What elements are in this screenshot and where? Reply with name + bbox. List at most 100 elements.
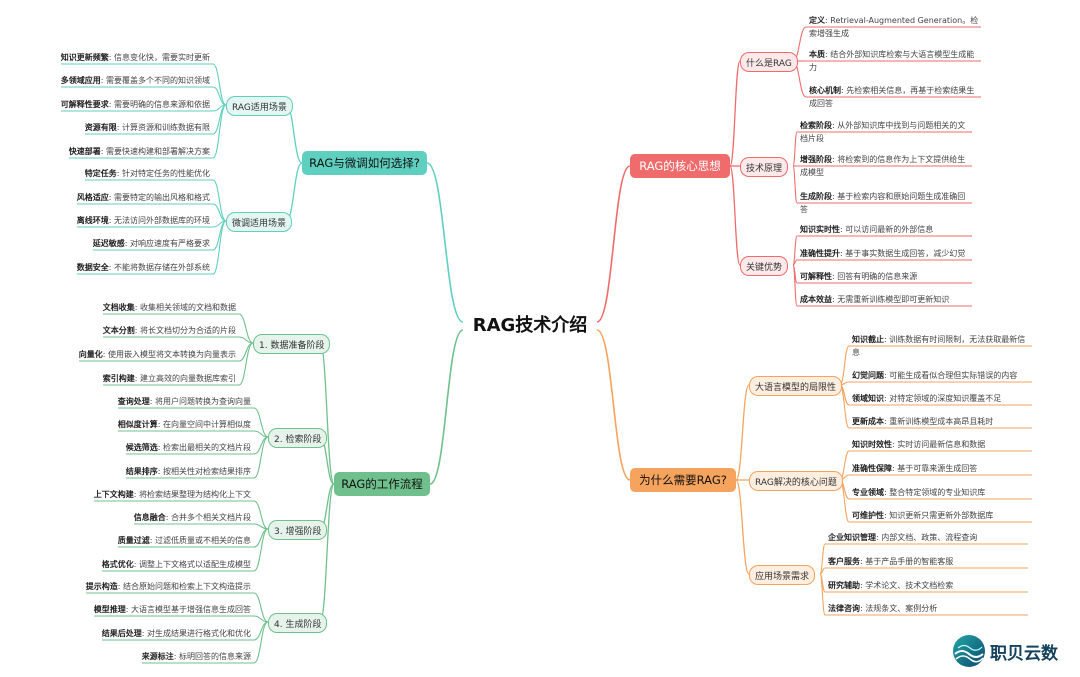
sub-core-problems[interactable]: RAG解决的核心问题 <box>749 471 843 491</box>
leaf-item[interactable]: 可维护性: 知识更新只需更新外部数据库 <box>852 509 1032 522</box>
leaf-item[interactable]: 生成阶段: 基于检索内容和原始问题生成准确回答 <box>800 190 972 216</box>
leaf-item[interactable]: 知识时效性: 实时访问最新信息和数据 <box>852 438 1032 451</box>
sub-key-advantages[interactable]: 关键优势 <box>740 256 789 276</box>
connector <box>729 60 741 167</box>
sub-data-prep[interactable]: 1. 数据准备阶段 <box>253 334 331 354</box>
leaf-text: : 将检索到的信息作为上下文提供给生成模型 <box>800 155 966 177</box>
leaf-item[interactable]: 专业领域: 整合特定领域的专业知识库 <box>852 486 1032 499</box>
leaf-item[interactable]: 可解释性要求: 需要明确的信息来源和依据 <box>61 98 210 111</box>
leaf-item[interactable]: 查询处理: 将用户问题转换为查询向量 <box>118 395 251 408</box>
leaf-item[interactable]: 结果排序: 按相关性对检索结果排序 <box>126 465 251 478</box>
leaf-item[interactable]: 候选筛选: 检索出最相关的文档片段 <box>126 441 251 454</box>
leaf-item[interactable]: 风格适应: 需要特定的输出风格和格式 <box>77 191 210 204</box>
leaf-item[interactable]: 文档收集: 收集相关领域的文档和数据 <box>103 301 236 314</box>
leaf-item[interactable]: 增强阶段: 将检索到的信息作为上下文提供给生成模型 <box>800 153 972 179</box>
sub-finetune-scenarios[interactable]: 微调适用场景 <box>226 212 293 232</box>
leaf-item[interactable]: 知识截止: 训练数据有时间限制，无法获取最新信息 <box>852 333 1032 359</box>
branch-core-idea[interactable]: RAG的核心思想 <box>630 154 730 178</box>
leaf-item[interactable]: 提示构造: 结合原始问题和检索上下文构造提示 <box>86 580 251 593</box>
leaf-item[interactable]: 模型推理: 大语言模型基于增强信息生成回答 <box>94 603 251 616</box>
central-topic[interactable]: RAG技术介绍 <box>472 315 588 336</box>
connector <box>729 165 741 266</box>
leaf-item[interactable]: 研究辅助: 学术论文、技术文档检索 <box>828 579 1028 592</box>
leaf-key: 索引构建 <box>102 374 135 383</box>
connector <box>285 162 303 222</box>
leaf-item[interactable]: 客户服务: 基于产品手册的智能客服 <box>828 555 1028 568</box>
connector <box>839 345 850 386</box>
sub-tech-principle[interactable]: 技术原理 <box>740 157 789 177</box>
leaf-item[interactable]: 上下文构建: 将检索结果整理为结构化上下文 <box>94 488 251 501</box>
leaf-item[interactable]: 本质: 结合外部知识库检索与大语言模型生成能力 <box>809 48 981 74</box>
leaf-item[interactable]: 知识实时性: 可以访问最新的外部信息 <box>800 223 972 236</box>
leaf-item[interactable]: 企业知识管理: 内部文档、政策、流程查询 <box>828 531 1028 544</box>
sub-rag-scenarios[interactable]: RAG适用场景 <box>226 96 293 116</box>
leaf-text: : 基于事实数据生成回答，减少幻觉 <box>840 249 966 258</box>
leaf-key: 资源有限 <box>84 123 117 132</box>
leaf-text: : 收集相关领域的文档和数据 <box>134 303 236 312</box>
branch-rag-vs-finetune[interactable]: RAG与微调如何选择? <box>302 151 427 175</box>
leaf-key: 更新成本 <box>852 417 884 426</box>
leaf-item[interactable]: 知识更新频繁: 信息变化快，需要实时更新 <box>61 51 210 64</box>
connector <box>819 573 826 616</box>
leaf-item[interactable]: 延迟敏感: 对响应速度有严格要求 <box>93 237 210 250</box>
leaf-item[interactable]: 相似度计算: 在向量空间中计算相似度 <box>118 418 251 431</box>
leaf-item[interactable]: 准确性保障: 基于可靠来源生成回答 <box>852 462 1032 475</box>
leaf-key: 成本效益 <box>800 295 832 304</box>
leaf-text: : 法规条文、案例分析 <box>860 604 938 613</box>
branch-why-rag[interactable]: 为什么需要RAG? <box>630 468 736 492</box>
leaf-key: 模型推理 <box>93 605 126 614</box>
leaf-key: 知识更新频繁 <box>60 53 109 62</box>
leaf-item[interactable]: 检索阶段: 从外部知识库中找到与问题相关的文档片段 <box>800 119 972 145</box>
leaf-item[interactable]: 离线环境: 无法访问外部数据库的环境 <box>77 214 210 227</box>
connector <box>735 479 750 575</box>
leaf-item[interactable]: 资源有限: 计算资源和训练数据有限 <box>85 121 210 134</box>
leaf-item[interactable]: 定义: Retrieval-Augmented Generation。检索增强生… <box>809 14 981 40</box>
leaf-text: : 结合原始问题和检索上下文构造提示 <box>117 582 251 591</box>
leaf-key: 文档收集 <box>102 303 135 312</box>
sub-llm-limitations[interactable]: 大语言模型的局限性 <box>749 376 843 396</box>
leaf-text: : 在向量空间中计算相似度 <box>157 420 251 429</box>
leaf-item[interactable]: 格式优化: 调整上下文格式以适配生成模型 <box>102 558 251 571</box>
leaf-item[interactable]: 文本分割: 将长文档切分为合适的片段 <box>103 324 236 337</box>
leaf-item[interactable]: 信息融合: 合并多个相关文档片段 <box>134 511 251 524</box>
leaf-item[interactable]: 来源标注: 标明回答的信息来源 <box>142 650 251 663</box>
leaf-item[interactable]: 准确性提升: 基于事实数据生成回答，减少幻觉 <box>800 247 972 260</box>
leaf-key: 本质 <box>809 50 825 59</box>
sub-generation[interactable]: 4. 生成阶段 <box>268 613 328 633</box>
leaf-key: 信息融合 <box>133 513 166 522</box>
leaf-item[interactable]: 核心机制: 先检索相关信息，再基于检索结果生成回答 <box>809 84 981 110</box>
leaf-item[interactable]: 结果后处理: 对生成结果进行格式化和优化 <box>102 627 251 640</box>
leaf-item[interactable]: 领域知识: 对特定领域的深度知识覆盖不足 <box>852 392 1032 405</box>
connector <box>819 543 826 575</box>
leaf-item[interactable]: 更新成本: 重新训练模型成本高昂且耗时 <box>852 415 1032 428</box>
leaf-item[interactable]: 多领域应用: 需要覆盖多个不同的知识领域 <box>61 74 210 87</box>
leaf-item[interactable]: 快速部署: 需要快速构建和部署解决方案 <box>69 145 210 158</box>
leaf-item[interactable]: 可解释性: 回答有明确的信息来源 <box>800 270 972 283</box>
leaf-item[interactable]: 索引构建: 建立高效的向量数据库索引 <box>103 372 236 385</box>
leaf-key: 生成阶段 <box>800 192 832 201</box>
sub-augmentation[interactable]: 3. 增强阶段 <box>268 520 328 540</box>
leaf-item[interactable]: 向量化: 使用嵌入模型将文本转换为向量表示 <box>79 348 236 361</box>
connector <box>253 621 269 664</box>
sub-what-is-rag[interactable]: 什么是RAG <box>740 52 798 72</box>
leaf-item[interactable]: 特定任务: 针对特定任务的性能优化 <box>85 167 210 180</box>
connector <box>253 407 269 438</box>
connector <box>253 528 269 572</box>
leaf-key: 知识截止 <box>852 335 884 344</box>
leaf-item[interactable]: 数据安全: 不能将数据存储在外部系统 <box>77 261 210 274</box>
leaf-item[interactable]: 幻觉问题: 可能生成看似合理但实际错误的内容 <box>852 369 1032 382</box>
leaf-key: 风格适应 <box>76 193 109 202</box>
leaf-text: : 学术论文、技术文档检索 <box>860 581 954 590</box>
branch-workflow[interactable]: RAG的工作流程 <box>334 472 430 496</box>
leaf-item[interactable]: 质量过滤: 过滤低质量或不相关的信息 <box>118 534 251 547</box>
leaf-item[interactable]: 成本效益: 无需重新训练模型即可更新知识 <box>800 293 972 306</box>
leaf-key: 候选筛选 <box>125 443 158 452</box>
leaf-item[interactable]: 法律咨询: 法规条文、案例分析 <box>828 602 1028 615</box>
sub-retrieval[interactable]: 2. 检索阶段 <box>268 428 328 448</box>
leaf-text: : 过滤低质量或不相关的信息 <box>149 536 251 545</box>
leaf-key: 准确性提升 <box>800 249 840 258</box>
sub-application-needs[interactable]: 应用场景需求 <box>749 565 816 585</box>
leaf-text: : 从外部知识库中找到与问题相关的文档片段 <box>800 121 966 143</box>
leaf-text: : 针对特定任务的性能优化 <box>116 169 210 178</box>
